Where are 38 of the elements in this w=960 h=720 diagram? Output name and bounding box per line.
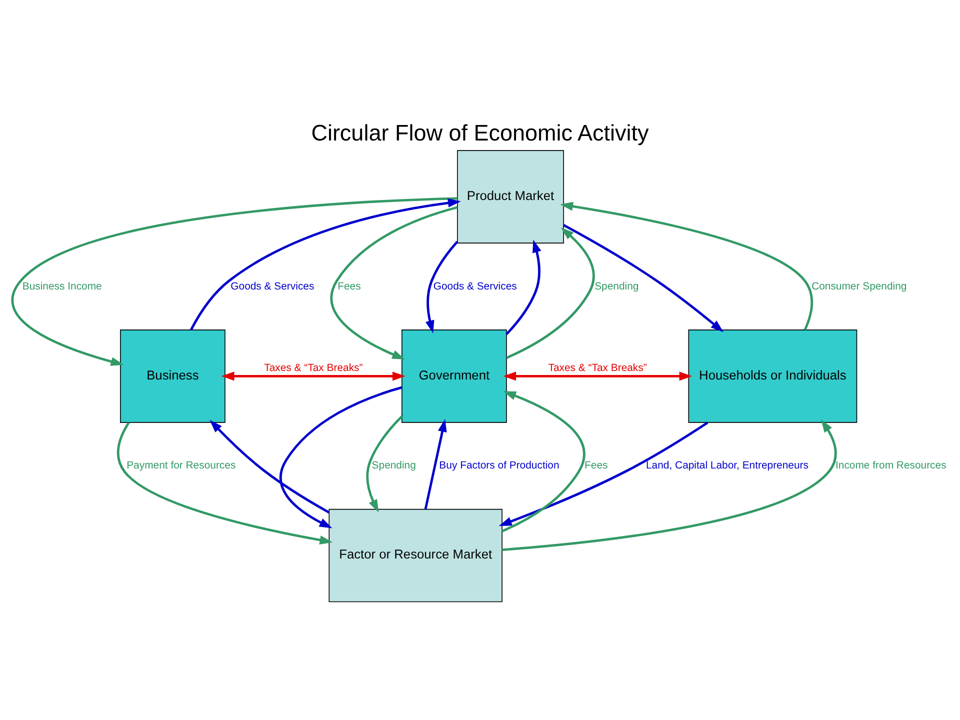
edge-label: Income from Resources xyxy=(836,460,946,472)
node-box: Product Market xyxy=(457,150,564,243)
edge-label: Business Income xyxy=(22,280,102,292)
arrow xyxy=(425,240,458,333)
arrow xyxy=(279,386,402,528)
arrow xyxy=(12,196,458,366)
edge-label: Buy Factors of Production xyxy=(439,460,560,472)
edge-label: Spending xyxy=(372,460,416,472)
arrow xyxy=(502,419,837,551)
node-box: Factor or Resource Market xyxy=(328,508,502,602)
edge-label: Consumer Spending xyxy=(812,280,907,292)
node-box: Business xyxy=(120,329,226,422)
edge-label: Goods & Services xyxy=(433,280,517,292)
arrow xyxy=(424,418,447,509)
diagram-title: Circular Flow of Economic Activity xyxy=(311,120,649,145)
arrow xyxy=(506,227,595,358)
edge-label: Payment for Resources xyxy=(126,460,236,472)
arrow xyxy=(503,371,692,380)
edge-label: Fees xyxy=(584,460,608,472)
edge-label: Spending xyxy=(594,280,639,292)
arrow xyxy=(502,390,586,532)
arrow xyxy=(330,206,458,359)
arrow xyxy=(221,371,406,380)
arrow xyxy=(560,201,813,330)
arrow xyxy=(190,198,461,330)
arrow xyxy=(498,421,708,526)
arrow xyxy=(210,419,330,513)
node-box: Households or Individuals xyxy=(688,329,858,422)
edge-label: Goods & Services xyxy=(230,280,314,292)
arrow xyxy=(117,422,333,544)
edge-label: Taxes & “Tax Breaks” xyxy=(264,362,363,374)
edge-label: Taxes & “Tax Breaks” xyxy=(548,362,647,374)
edge-label: Land, Capital Labor, Entrepreneurs xyxy=(646,460,808,472)
edge-label: Fees xyxy=(338,280,361,292)
arrow xyxy=(563,224,724,332)
arrow xyxy=(366,415,403,512)
node-box: Government xyxy=(402,329,507,422)
arrow xyxy=(506,239,542,335)
